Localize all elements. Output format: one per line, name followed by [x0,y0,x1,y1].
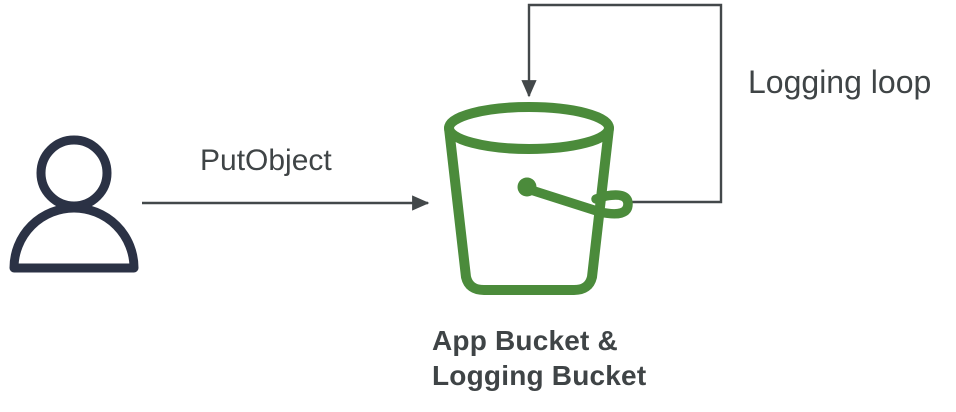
user-head-icon [36,135,112,211]
logging-loop-edge-label: Logging loop [748,64,932,100]
putobject-edge-label: PutObject [200,144,332,177]
bucket-caption-line-2: Logging Bucket [432,360,647,391]
bucket-caption: App Bucket & Logging Bucket [432,323,646,393]
bucket-rim-icon [444,102,614,154]
logging-loop-connector [521,3,723,204]
user-icon [9,135,139,273]
bucket-handle-arm-icon [526,185,633,219]
user-body-icon [9,203,139,273]
bucket-body-icon [444,123,614,295]
bucket-handle-icon [517,177,633,219]
bucket-icon [444,102,614,295]
bucket-caption-line-1: App Bucket & [432,325,618,356]
